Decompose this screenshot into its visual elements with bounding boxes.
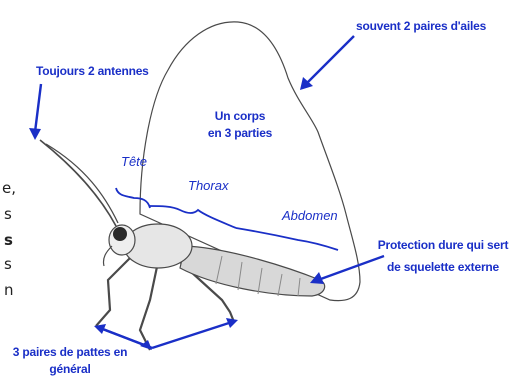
label-exoskeleton-line1: Protection dure qui sert xyxy=(377,237,509,254)
abdomen-shape xyxy=(180,246,325,296)
label-body-line2: en 3 parties xyxy=(200,125,280,142)
label-wings: souvent 2 paires d'ailes xyxy=(356,19,486,33)
leg-middle xyxy=(140,262,158,350)
cropped-text-1: e, xyxy=(2,179,16,197)
arrow-exoskeleton xyxy=(310,256,384,284)
antenna-left xyxy=(40,140,116,226)
label-body: Un corps en 3 parties xyxy=(200,108,280,142)
part-abdomen: Abdomen xyxy=(282,208,338,223)
bracket-head xyxy=(116,188,150,208)
eye-shape xyxy=(113,227,127,241)
cropped-text-2: s xyxy=(4,205,12,223)
part-head: Tête xyxy=(121,154,147,169)
cropped-text-3: s xyxy=(4,231,13,249)
leg-front xyxy=(96,256,132,326)
cropped-text-5: n xyxy=(4,281,14,299)
arrow-wings xyxy=(300,36,354,90)
label-antennae: Toujours 2 antennes xyxy=(36,64,149,78)
label-exoskeleton-line2: de squelette externe xyxy=(377,259,509,276)
proboscis xyxy=(103,246,112,266)
label-legs-line1: 3 paires de pattes en xyxy=(0,344,140,361)
cropped-text-4: s xyxy=(4,255,12,273)
arrow-antennae xyxy=(29,84,41,140)
label-exoskeleton: Protection dure qui sert de squelette ex… xyxy=(377,237,509,276)
label-legs-line2: général xyxy=(0,361,140,378)
label-body-line1: Un corps xyxy=(200,108,280,125)
part-thorax: Thorax xyxy=(188,178,228,193)
bracket-abdomen xyxy=(236,228,338,250)
label-legs: 3 paires de pattes en général xyxy=(0,344,140,378)
